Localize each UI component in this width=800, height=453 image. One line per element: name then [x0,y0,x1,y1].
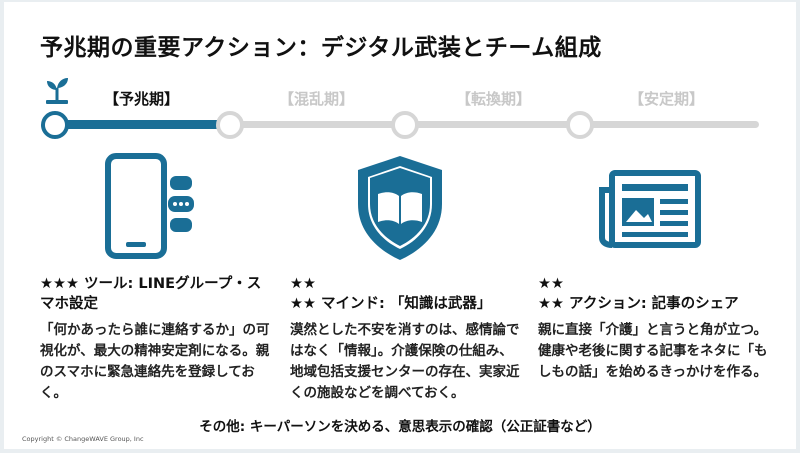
column-heading: ★★ ★★ マインド: 「知識は武器」 [290,274,520,314]
copyright: Copyright © ChangeWAVE Group, Inc [22,435,144,443]
timeline-dot-konranki [216,111,244,139]
footer-note: その他: キーパーソンを決める、意思表示の確認（公正証書など） [199,419,601,435]
stage-label-tenkanki: 【転換期】 [456,90,532,108]
column-action: ★★ ★★ アクション: 記事のシェア 親に直接「介護」と言うと角が立つ。健康や老… [538,274,768,383]
column-body: 「何かあったら誰に連絡するか」の可視化が、最大の精神安定剤になる。親のスマホに緊… [40,322,270,401]
column-heading-stars: ★★ [538,276,564,292]
column-heading-stars: ★★ [290,276,316,292]
column-mind: ★★ ★★ マインド: 「知識は武器」 漠然とした不安を消すのは、感情論ではなく「… [290,274,520,404]
column-heading: ★★ ★★ アクション: 記事のシェア [538,274,768,314]
column-heading-text: ★★ アクション: 記事のシェア [538,296,739,312]
timeline-dot-yochoki [41,111,69,139]
smartphone-chat-icon [105,153,194,259]
sprout-icon [46,78,68,104]
timeline-progress [59,120,234,129]
stage-label-konranki: 【混乱期】 [279,90,355,108]
column-heading-text: ★★ マインド: 「知識は武器」 [290,296,492,312]
slide: 予兆期の重要アクション：デジタル武装とチーム組成 【予兆期】 【混乱期】 【転換… [4,2,796,449]
stage-label-yochoki: 【予兆期】 [104,90,180,108]
column-body: 漠然とした不安を消すのは、感情論ではなく「情報」。介護保険の仕組み、地域包括支援… [290,322,520,401]
slide-title: 予兆期の重要アクション：デジタル武装とチーム組成 [40,35,602,61]
column-heading: ★★★ ツール: LINEグループ・スマホ設定 [40,276,262,312]
column-body: 親に直接「介護」と言うと角が立つ。健康や老後に関する記事をネタに「もしもの話」を… [538,322,768,380]
timeline-dot-tenkanki [391,111,419,139]
newspaper-icon [599,170,701,248]
stage-label-anteiki: 【安定期】 [629,90,705,108]
shield-book-icon [358,156,442,260]
column-tool: ★★★ ツール: LINEグループ・スマホ設定 「何かあったら誰に連絡するか」の… [40,274,270,404]
timeline-dot-anteiki [566,111,594,139]
